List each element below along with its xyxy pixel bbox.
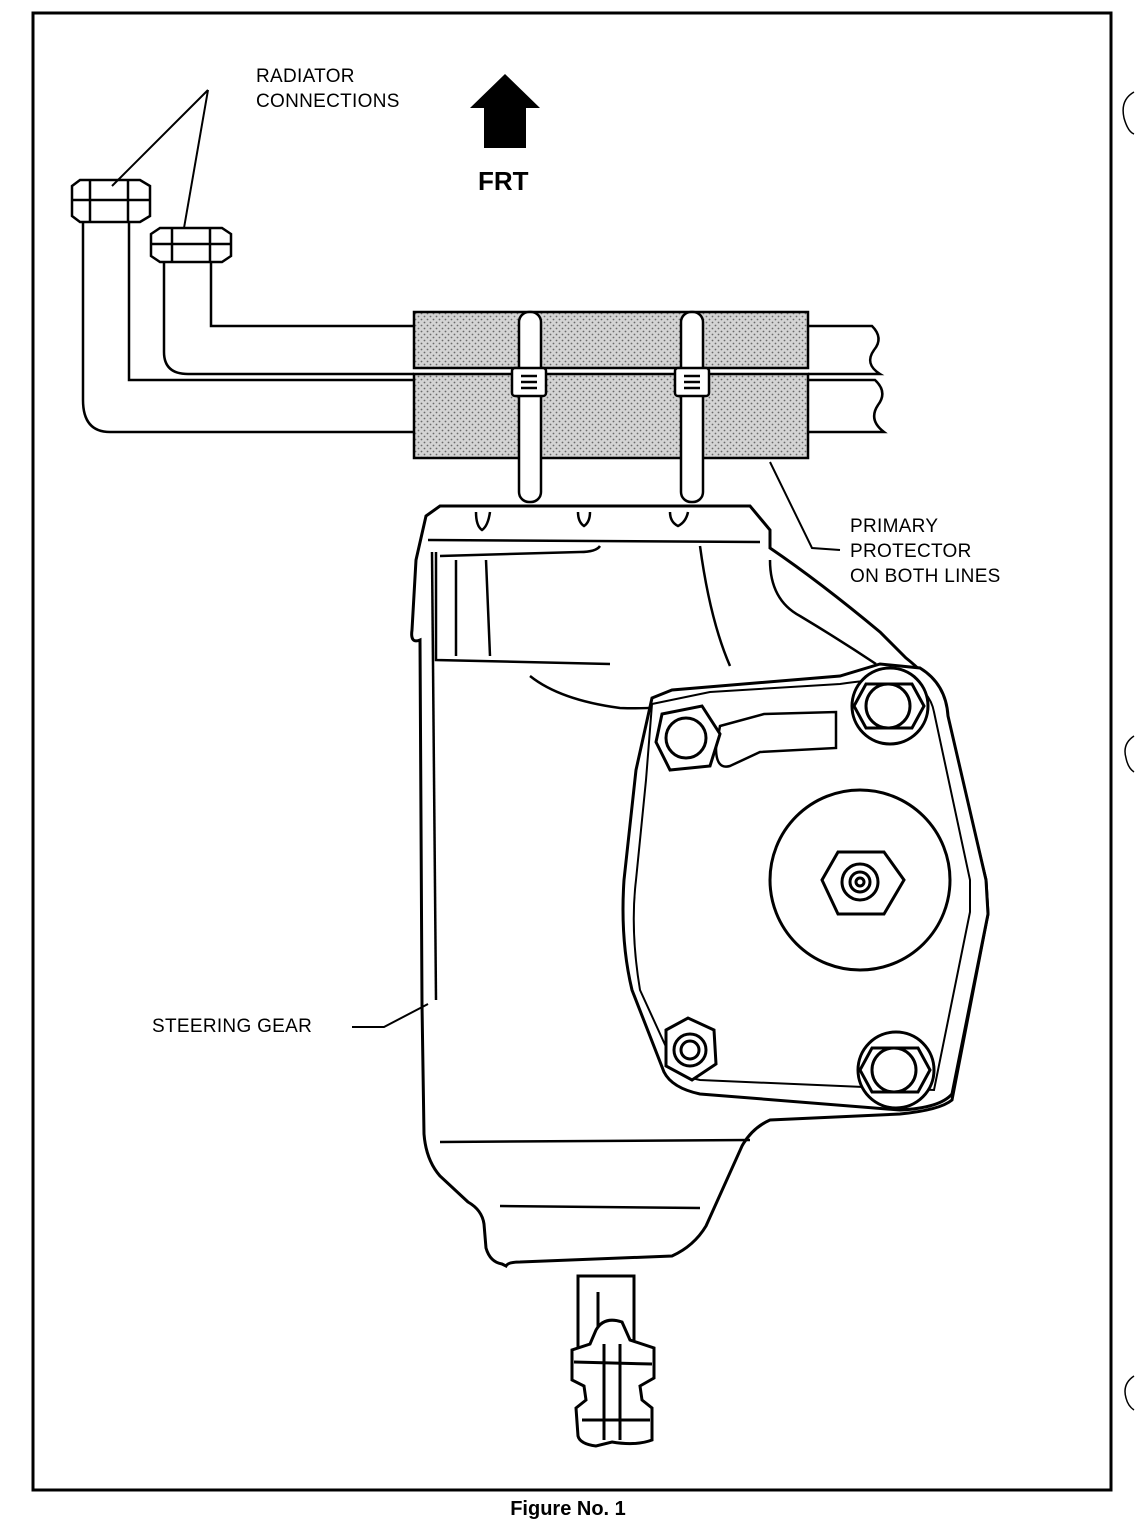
primary-protector-lower [412,372,810,460]
primary-protector-label-line-1: PRIMARY [850,516,939,537]
cable-tie-right [673,310,711,504]
front-direction-label: FRT [478,166,529,196]
radiator-connection-fitting-1 [70,178,152,224]
shaft-coupling [570,1318,656,1448]
radiator-leader-lines [111,89,209,229]
bolt-bottom-right-icon [856,1030,936,1110]
mounting-bracket [714,710,838,768]
front-arrow-icon [470,74,540,148]
adjuster-nut-icon [820,850,906,916]
punch-hole-mark [1124,735,1135,773]
radiator-connection-fitting-2 [149,226,233,264]
primary-protector-upper [412,310,810,370]
radiator-connections-label-line-2: CONNECTIONS [256,91,400,112]
bolt-bottom-left-icon [664,1016,718,1082]
primary-protector-label: PRIMARY PROTECTOR ON BOTH LINES [850,514,1001,589]
radiator-connections-label: RADIATOR CONNECTIONS [256,64,400,114]
bolt-top-right-icon [850,666,930,746]
primary-protector-label-line-3: ON BOTH LINES [850,566,1001,587]
bolt-top-left-icon [654,704,722,772]
punch-hole-mark [1122,91,1135,135]
radiator-connections-label-line-1: RADIATOR [256,66,355,87]
punch-hole-mark [1124,1375,1135,1411]
radiator-lines [81,218,888,434]
protector-leader-line [769,461,841,551]
figure-caption: Figure No. 1 [510,1498,626,1520]
steering-gear-label: STEERING GEAR [152,1016,313,1037]
housing-details [427,511,877,1210]
primary-protector-label-line-2: PROTECTOR [850,541,972,562]
steering-gear-leader-line [352,1003,429,1028]
cable-tie-left [510,310,548,504]
figure-border [31,11,1113,1492]
